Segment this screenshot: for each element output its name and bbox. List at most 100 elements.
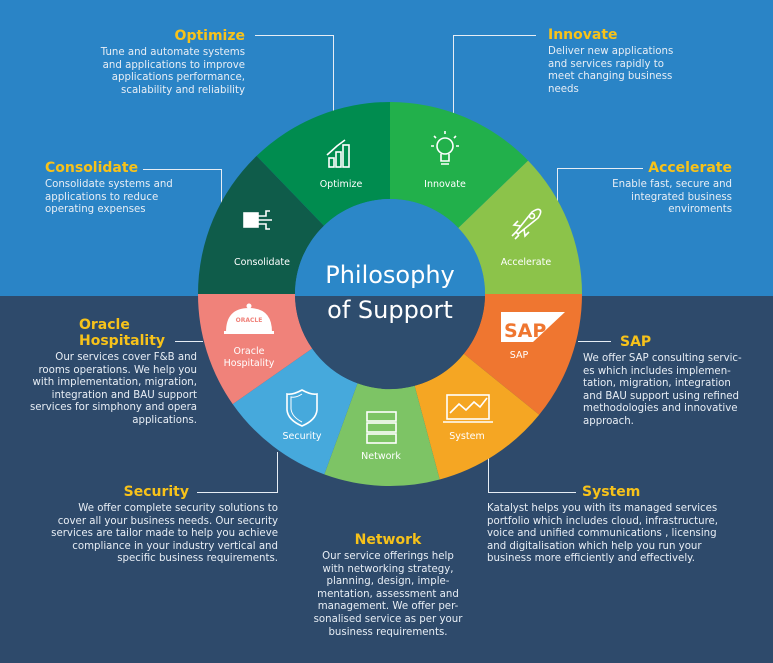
- block-title: Network: [354, 532, 422, 548]
- desc-line: integration and BAU support: [51, 389, 197, 401]
- connector-innovate: [453, 35, 536, 116]
- block-network: Network Our service offerings help with …: [293, 532, 483, 639]
- desc-line: mentation, assessment and: [317, 588, 459, 600]
- bar-chart-icon: [326, 139, 350, 168]
- rocket-icon: [511, 208, 542, 240]
- desc-line: Tune and automate systems: [100, 47, 245, 58]
- connector-sap: [578, 341, 611, 342]
- desc-line: and digitalisation which help you run yo…: [487, 540, 702, 552]
- connector-optimize: [255, 35, 334, 116]
- block-title: Consolidate: [45, 160, 139, 176]
- segment-label-oracle-1: Oracle: [234, 346, 265, 357]
- segment-label-system: System: [449, 431, 484, 442]
- desc-line: and services rapidly to: [548, 58, 664, 70]
- block-title: Optimize: [174, 28, 245, 44]
- segment-label-innovate: Innovate: [424, 179, 466, 190]
- block-optimize: Optimize Tune and automate systems and a…: [45, 28, 245, 97]
- cloche-icon: ORACLE: [224, 303, 274, 334]
- desc-line: We offer complete security solutions to: [78, 503, 278, 514]
- segment-label-optimize: Optimize: [320, 179, 363, 190]
- laptop-chart-icon: [443, 394, 493, 423]
- block-innovate: Innovate Deliver new applications and se…: [548, 27, 748, 96]
- connector-consolidate: [143, 169, 222, 205]
- desc-line: meet changing business: [548, 71, 673, 83]
- desc-line: portfolio which includes cloud, infrastr…: [487, 515, 719, 527]
- block-title: Security: [123, 484, 189, 500]
- desc-line: scalability and reliability: [121, 84, 245, 96]
- center-title-line2: of Support: [327, 296, 453, 324]
- block-title: Accelerate: [648, 160, 732, 176]
- segment-system: [414, 353, 540, 480]
- desc-line: applications to reduce: [45, 191, 159, 203]
- desc-line: and BAU support using refined: [583, 390, 740, 402]
- desc-line: enviroments: [668, 204, 732, 216]
- desc-line: applications.: [132, 414, 197, 426]
- desc-line: cover all your business needs. Our secur…: [57, 515, 278, 527]
- desc-line: planning, design, imple-: [326, 576, 450, 588]
- sap-logo-icon: SAP: [501, 312, 565, 342]
- title-line: Hospitality: [79, 333, 166, 349]
- desc-line: management. We offer per-: [317, 601, 459, 613]
- desc-line: operating expenses: [45, 204, 146, 216]
- desc-line: We offer SAP consulting servic-: [583, 353, 742, 364]
- block-oracle: Oracle Hospitality Our services cover F&…: [0, 317, 197, 428]
- desc-line: services for simphony and opera: [29, 402, 197, 414]
- desc-line: methodologies and innovative: [583, 403, 738, 415]
- desc-line: services are tailor made to help you ach…: [51, 528, 278, 540]
- sap-logo-text: SAP: [504, 320, 546, 342]
- desc-line: sonalised service as per your: [313, 613, 463, 625]
- desc-line: es which includes implemen-: [583, 365, 731, 377]
- block-accelerate: Accelerate Enable fast, secure and integ…: [562, 160, 732, 217]
- block-security: Security We offer complete security solu…: [28, 484, 278, 566]
- desc-line: approach.: [583, 415, 634, 427]
- desc-line: Consolidate systems and: [45, 179, 173, 190]
- block-title: Innovate: [548, 27, 618, 43]
- desc-line: Our services cover F&B and: [55, 352, 197, 363]
- desc-line: Katalyst helps you with its managed serv…: [487, 503, 718, 514]
- segment-label-oracle-2: Hospitality: [224, 358, 275, 369]
- desc-line: compliance in your industry vertical and: [72, 540, 278, 552]
- desc-line: voice and unified communications , licen…: [487, 528, 717, 540]
- desc-line: Enable fast, secure and: [612, 179, 732, 190]
- desc-line: specific business requirements.: [117, 553, 278, 565]
- desc-line: integrated business: [631, 191, 732, 203]
- oracle-logo-text: ORACLE: [236, 317, 263, 324]
- desc-line: business requirements.: [328, 626, 448, 638]
- desc-line: applications performance,: [111, 72, 245, 84]
- desc-line: business more efficiently and effectivel…: [487, 553, 695, 565]
- connector-accelerate: [557, 168, 643, 217]
- block-system: System Katalyst helps you with its manag…: [487, 484, 767, 566]
- shield-icon: [286, 389, 318, 427]
- segment-label-network: Network: [361, 451, 401, 462]
- segment-label-sap: SAP: [510, 350, 529, 361]
- segment-label-accelerate: Accelerate: [501, 257, 552, 268]
- desc-line: with implementation, migration,: [32, 377, 197, 389]
- block-title: Oracle Hospitality: [0, 317, 166, 349]
- block-consolidate: Consolidate Consolidate systems and appl…: [45, 160, 215, 217]
- segment-oracle: [198, 294, 313, 405]
- desc-line: with networking strategy,: [322, 563, 454, 575]
- block-sap: SAP We offer SAP consulting servic- es w…: [583, 334, 768, 429]
- segment-consolidate: [198, 155, 324, 294]
- desc-line: rooms operations. We help you: [38, 364, 197, 376]
- server-icon: [366, 411, 397, 444]
- connector-oracle: [175, 341, 203, 342]
- block-title: System: [582, 484, 641, 500]
- center-title-line1: Philosophy: [325, 261, 455, 289]
- desc-line: Deliver new applications: [548, 46, 674, 57]
- desc-line: tation, migration, integration: [583, 378, 731, 390]
- connector-security: [197, 452, 278, 493]
- segment-optimize: [256, 102, 390, 226]
- desc-line: Our service offerings help: [322, 551, 454, 562]
- segment-innovate: [390, 102, 529, 228]
- desc-line: needs: [548, 83, 579, 95]
- lightbulb-icon: [431, 131, 459, 165]
- segment-label-security: Security: [282, 431, 321, 442]
- segment-sap: [463, 294, 582, 415]
- block-title: SAP: [620, 334, 652, 350]
- title-line: Oracle: [79, 317, 130, 333]
- connector-system: [488, 455, 576, 493]
- segment-label-consolidate: Consolidate: [234, 257, 290, 268]
- chip-icon: [243, 210, 272, 230]
